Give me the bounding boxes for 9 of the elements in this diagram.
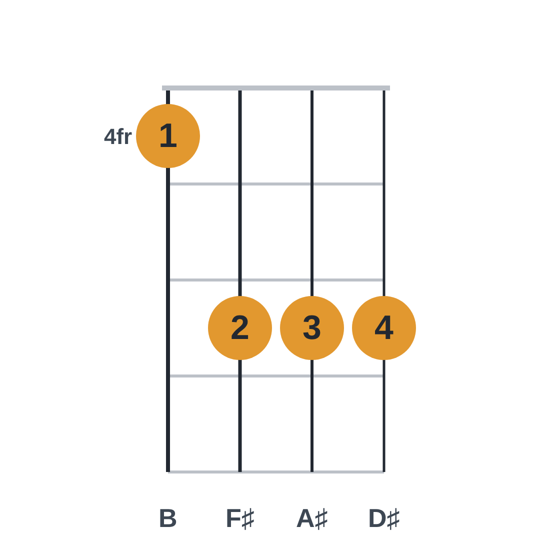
finger-number-dot: 3 <box>280 296 344 360</box>
string-name-label: A♯ <box>296 505 328 531</box>
string-name-label: D♯ <box>368 505 400 531</box>
string-name-label: F♯ <box>226 505 254 531</box>
finger-number-dot: 1 <box>136 104 200 168</box>
finger-number-dot: 4 <box>352 296 416 360</box>
string-name-label: B <box>158 505 178 531</box>
finger-number-dot: 2 <box>208 296 272 360</box>
fret-position-label: 4fr <box>104 126 132 148</box>
